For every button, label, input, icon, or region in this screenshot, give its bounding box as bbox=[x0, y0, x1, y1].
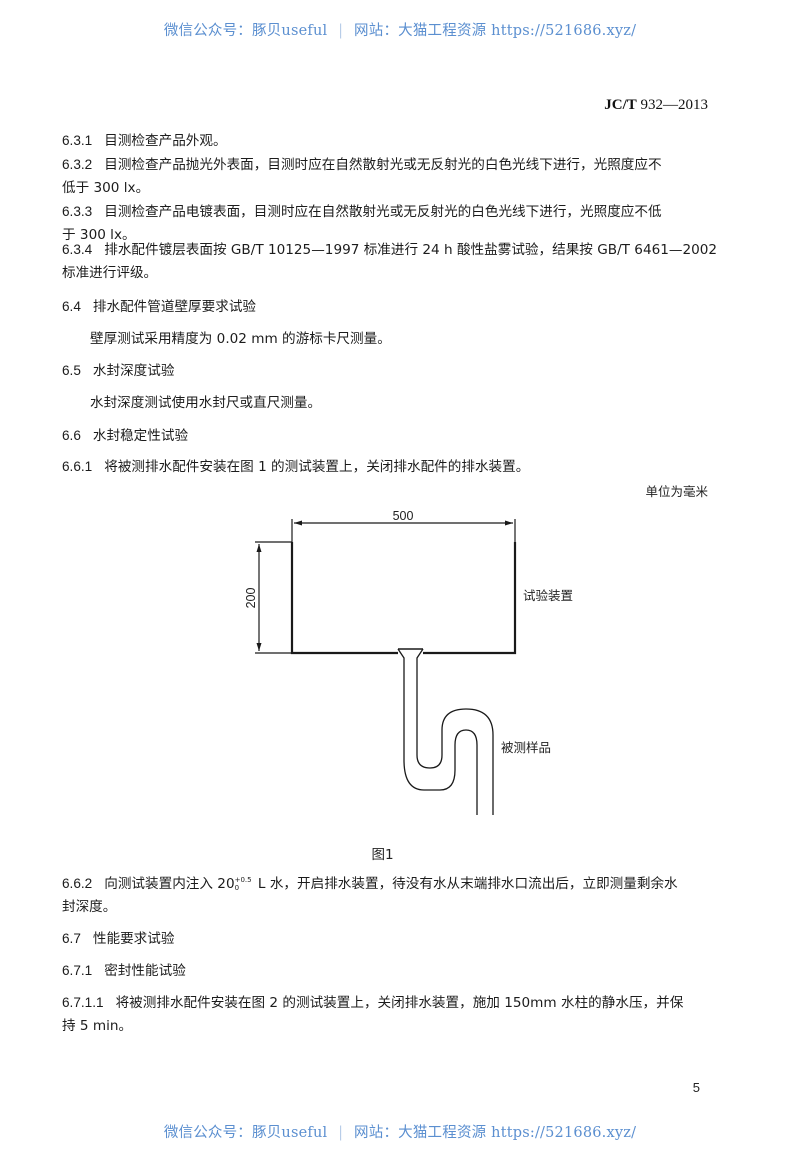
standard-number: 932—2013 bbox=[640, 97, 709, 113]
watermark-right-text: 网站：大猫工程资源 https://521686.xyz/ bbox=[354, 23, 637, 39]
arrowhead-bottom bbox=[256, 643, 262, 651]
watermark-separator: | bbox=[338, 23, 344, 39]
section-number: 6.7 bbox=[62, 931, 81, 946]
clause-6-3-2: 6.3.2 目测检查产品抛光外表面，目测时应在自然散射光或无反射光的白色光线下进行… bbox=[62, 155, 662, 175]
section-6-5-heading: 6.5 水封深度试验 bbox=[62, 361, 174, 381]
height-dimension-label: 200 bbox=[244, 588, 258, 609]
section-title: 性能要求试验 bbox=[92, 931, 175, 947]
trap-inner-path bbox=[397, 648, 478, 815]
tank-right-wall-and-floor-right bbox=[423, 542, 517, 655]
clause-6-3-2-cont: 低于 300 lx。 bbox=[62, 178, 149, 198]
figure-1-caption: 图1 bbox=[371, 847, 394, 863]
section-title: 密封性能试验 bbox=[104, 963, 186, 979]
section-6-5-body: 水封深度测试使用水封尺或直尺测量。 bbox=[90, 393, 321, 413]
clause-text: 将被测排水配件安装在图 2 的测试装置上，关闭排水装置，施加 150mm 水柱的… bbox=[115, 995, 684, 1011]
section-6-6-heading: 6.6 水封稳定性试验 bbox=[62, 426, 188, 446]
clause-number: 6.3.4 bbox=[62, 242, 93, 257]
clause-number: 6.7.1.1 bbox=[62, 995, 104, 1010]
width-dimension-label: 500 bbox=[393, 509, 414, 523]
arrowhead-right bbox=[505, 520, 513, 526]
clause-text: 将被测排水配件安装在图 1 的测试装置上，关闭排水配件的排水装置。 bbox=[104, 459, 530, 475]
section-title: 水封稳定性试验 bbox=[92, 428, 189, 444]
clause-text: 目测检查产品抛光外表面，目测时应在自然散射光或无反射光的白色光线下进行，光照度应… bbox=[104, 157, 662, 173]
section-6-4-heading: 6.4 排水配件管道壁厚要求试验 bbox=[62, 297, 256, 317]
clause-6-3-3: 6.3.3 目测检查产品电镀表面，目测时应在自然散射光或无反射光的白色光线下进行，… bbox=[62, 202, 662, 222]
section-6-7-1-heading: 6.7.1 密封性能试验 bbox=[62, 961, 186, 981]
clause-number: 6.3.3 bbox=[62, 204, 93, 219]
watermark-bottom: 微信公众号：豚贝useful | 网站：大猫工程资源 https://52168… bbox=[0, 1121, 800, 1142]
tolerance-upper: +0.5 bbox=[234, 876, 252, 884]
arrowhead-top bbox=[256, 544, 262, 552]
clause-number: 6.3.2 bbox=[62, 157, 93, 172]
section-body: 水封深度测试使用水封尺或直尺测量。 bbox=[90, 395, 322, 411]
clause-text-pre: 向测试装置内注入 20 bbox=[104, 876, 235, 892]
watermark-right-text: 网站：大猫工程资源 https://521686.xyz/ bbox=[354, 1125, 637, 1141]
clause-6-6-1: 6.6.1 将被测排水配件安装在图 1 的测试装置上，关闭排水配件的排水装置。 bbox=[62, 457, 529, 477]
clause-6-3-4: 6.3.4 排水配件镀层表面按 GB/T 10125—1997 标准进行 24 h… bbox=[62, 240, 717, 260]
trap-outer-path bbox=[416, 648, 494, 815]
clause-text: 目测检查产品外观。 bbox=[104, 133, 227, 149]
figure-1-diagram: 500 200 bbox=[244, 509, 517, 815]
clause-6-7-1-1: 6.7.1.1 将被测排水配件安装在图 2 的测试装置上，关闭排水装置，施加 15… bbox=[62, 993, 683, 1013]
clause-6-3-3-cont: 于 300 lx。 bbox=[62, 225, 136, 245]
section-body: 壁厚测试采用精度为 0.02 mm 的游标卡尺测量。 bbox=[90, 331, 391, 347]
clause-text: 封深度。 bbox=[62, 899, 117, 915]
clause-number: 6.6.2 bbox=[62, 876, 93, 891]
clause-6-3-4-cont: 标准进行评级。 bbox=[62, 263, 157, 283]
clause-text: 于 300 lx。 bbox=[62, 227, 136, 243]
clause-text-post: L 水，开启排水装置，待没有水从末端排水口流出后，立即测量剩余水 bbox=[253, 876, 678, 892]
clause-6-7-1-1-cont: 持 5 min。 bbox=[62, 1016, 132, 1036]
section-number: 6.5 bbox=[62, 363, 81, 378]
clause-6-3-1: 6.3.1 目测检查产品外观。 bbox=[62, 131, 227, 151]
standard-prefix: JC/T bbox=[604, 97, 637, 113]
unit-note: 单位为毫米 bbox=[645, 484, 708, 499]
section-number: 6.7.1 bbox=[62, 963, 93, 978]
clause-text: 标准进行评级。 bbox=[62, 265, 158, 281]
page-number: 5 bbox=[692, 1080, 700, 1095]
section-number: 6.6 bbox=[62, 428, 81, 443]
watermark-top: 微信公众号：豚贝useful | 网站：大猫工程资源 https://52168… bbox=[0, 19, 800, 40]
clause-text: 低于 300 lx。 bbox=[62, 180, 150, 196]
clause-text: 持 5 min。 bbox=[62, 1018, 133, 1034]
section-number: 6.4 bbox=[62, 299, 81, 314]
section-title: 排水配件管道壁厚要求试验 bbox=[92, 299, 257, 315]
watermark-left-text: 微信公众号：豚贝useful bbox=[163, 1125, 328, 1141]
section-6-7-heading: 6.7 性能要求试验 bbox=[62, 929, 174, 949]
watermark-left-text: 微信公众号：豚贝useful bbox=[163, 23, 328, 39]
clause-number: 6.3.1 bbox=[62, 133, 93, 148]
arrowhead-left bbox=[294, 520, 302, 526]
tolerance-lower: 0 bbox=[234, 884, 240, 892]
clause-text: 目测检查产品电镀表面，目测时应在自然散射光或无反射光的白色光线下进行，光照度应不… bbox=[104, 204, 662, 220]
sample-label: 被测样品 bbox=[501, 740, 552, 755]
section-6-4-body: 壁厚测试采用精度为 0.02 mm 的游标卡尺测量。 bbox=[90, 329, 391, 349]
standard-number-header: JC/T 932—2013 bbox=[604, 97, 708, 114]
section-title: 水封深度试验 bbox=[92, 363, 175, 379]
apparatus-label: 试验装置 bbox=[523, 588, 574, 603]
clause-text: 排水配件镀层表面按 GB/T 10125—1997 标准进行 24 h 酸性盐雾… bbox=[104, 242, 718, 258]
tank-left-wall-and-floor-left bbox=[290, 542, 398, 655]
clause-6-6-2-cont: 封深度。 bbox=[62, 897, 116, 917]
clause-number: 6.6.1 bbox=[62, 459, 93, 474]
watermark-separator: | bbox=[338, 1125, 344, 1141]
